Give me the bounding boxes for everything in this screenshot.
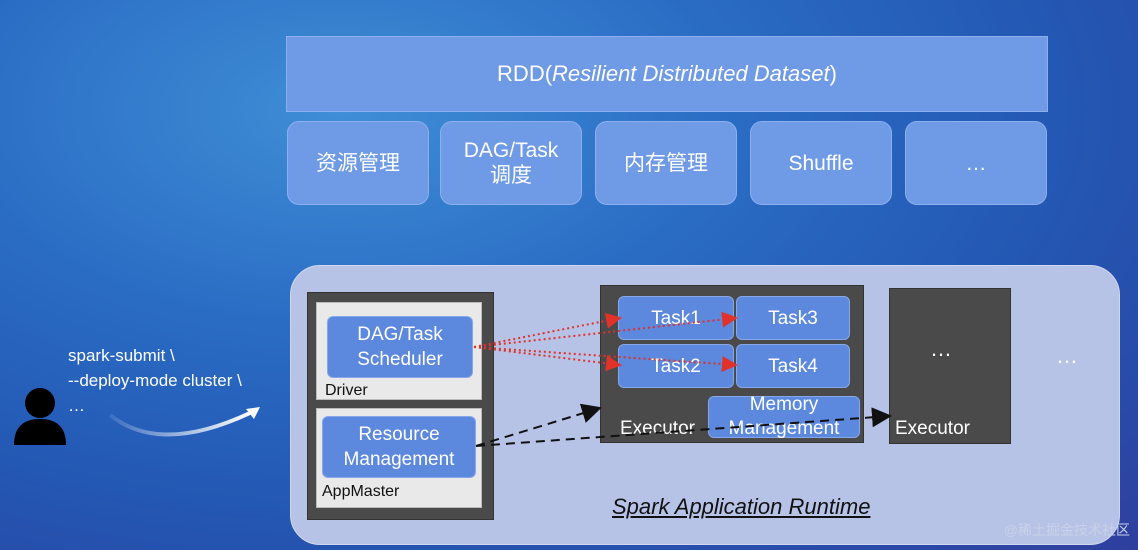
arrow-to-executor [475, 403, 602, 447]
driver-label: Driver [325, 382, 368, 399]
submit-arrow [108, 407, 260, 437]
arrow-to-task4 [473, 346, 738, 373]
runtime-title: Spark Application Runtime [612, 494, 871, 519]
arrow-to-task3 [473, 311, 738, 348]
rdd-bar: RDD(Resilient Distributed Dataset) [286, 36, 1048, 112]
command-line: … [68, 396, 85, 415]
arrow-to-task1 [473, 312, 622, 348]
rdd-full-name: Resilient Distributed Dataset [552, 61, 830, 86]
task1-box: Task1 [618, 296, 734, 340]
command-line: --deploy-mode cluster \ [68, 371, 242, 390]
more-executors-ellipsis: … [1056, 343, 1078, 368]
arrow-to-executor-2 [475, 407, 892, 447]
module-label: 内存管理 [624, 151, 708, 175]
rdd-suffix: ) [829, 61, 837, 86]
arrow-to-task2 [473, 346, 622, 372]
resource-management: Resource Management [322, 416, 476, 478]
executor-label: Executor [620, 418, 695, 439]
memory-management: Memory Management [708, 394, 860, 439]
task-label: Task4 [768, 355, 818, 377]
spark-submit-command: spark-submit \ --deploy-mode cluster \ … [68, 343, 242, 418]
module-more: … [905, 121, 1047, 205]
executor-box-2 [889, 288, 1011, 444]
component-label: DAG/Task Scheduler [357, 324, 443, 370]
module-resource-management: 资源管理 [287, 121, 429, 205]
executor-label-2: Executor [895, 418, 970, 439]
task4-box: Task4 [736, 344, 850, 388]
module-label: DAG/Task 调度 [463, 139, 559, 187]
module-label: Shuffle [788, 151, 854, 175]
module-label: 资源管理 [316, 151, 400, 175]
appmaster-label: AppMaster [322, 483, 400, 500]
executor-ellipsis: … [930, 336, 952, 361]
module-memory-management: 内存管理 [595, 121, 737, 205]
component-label: Resource Management [343, 424, 455, 470]
module-dag-task-scheduling: DAG/Task 调度 [440, 121, 582, 205]
module-shuffle: Shuffle [750, 121, 892, 205]
user-icon [14, 388, 66, 445]
rdd-prefix: RDD( [497, 61, 553, 86]
dag-task-scheduler: DAG/Task Scheduler [327, 316, 473, 378]
task2-box: Task2 [618, 344, 734, 388]
module-label: … [965, 151, 987, 175]
task-label: Task3 [768, 307, 818, 329]
watermark-credit: @稀土掘金技术社区 [1003, 522, 1130, 538]
component-label: Memory Management [728, 394, 840, 439]
command-line: spark-submit \ [68, 346, 175, 365]
